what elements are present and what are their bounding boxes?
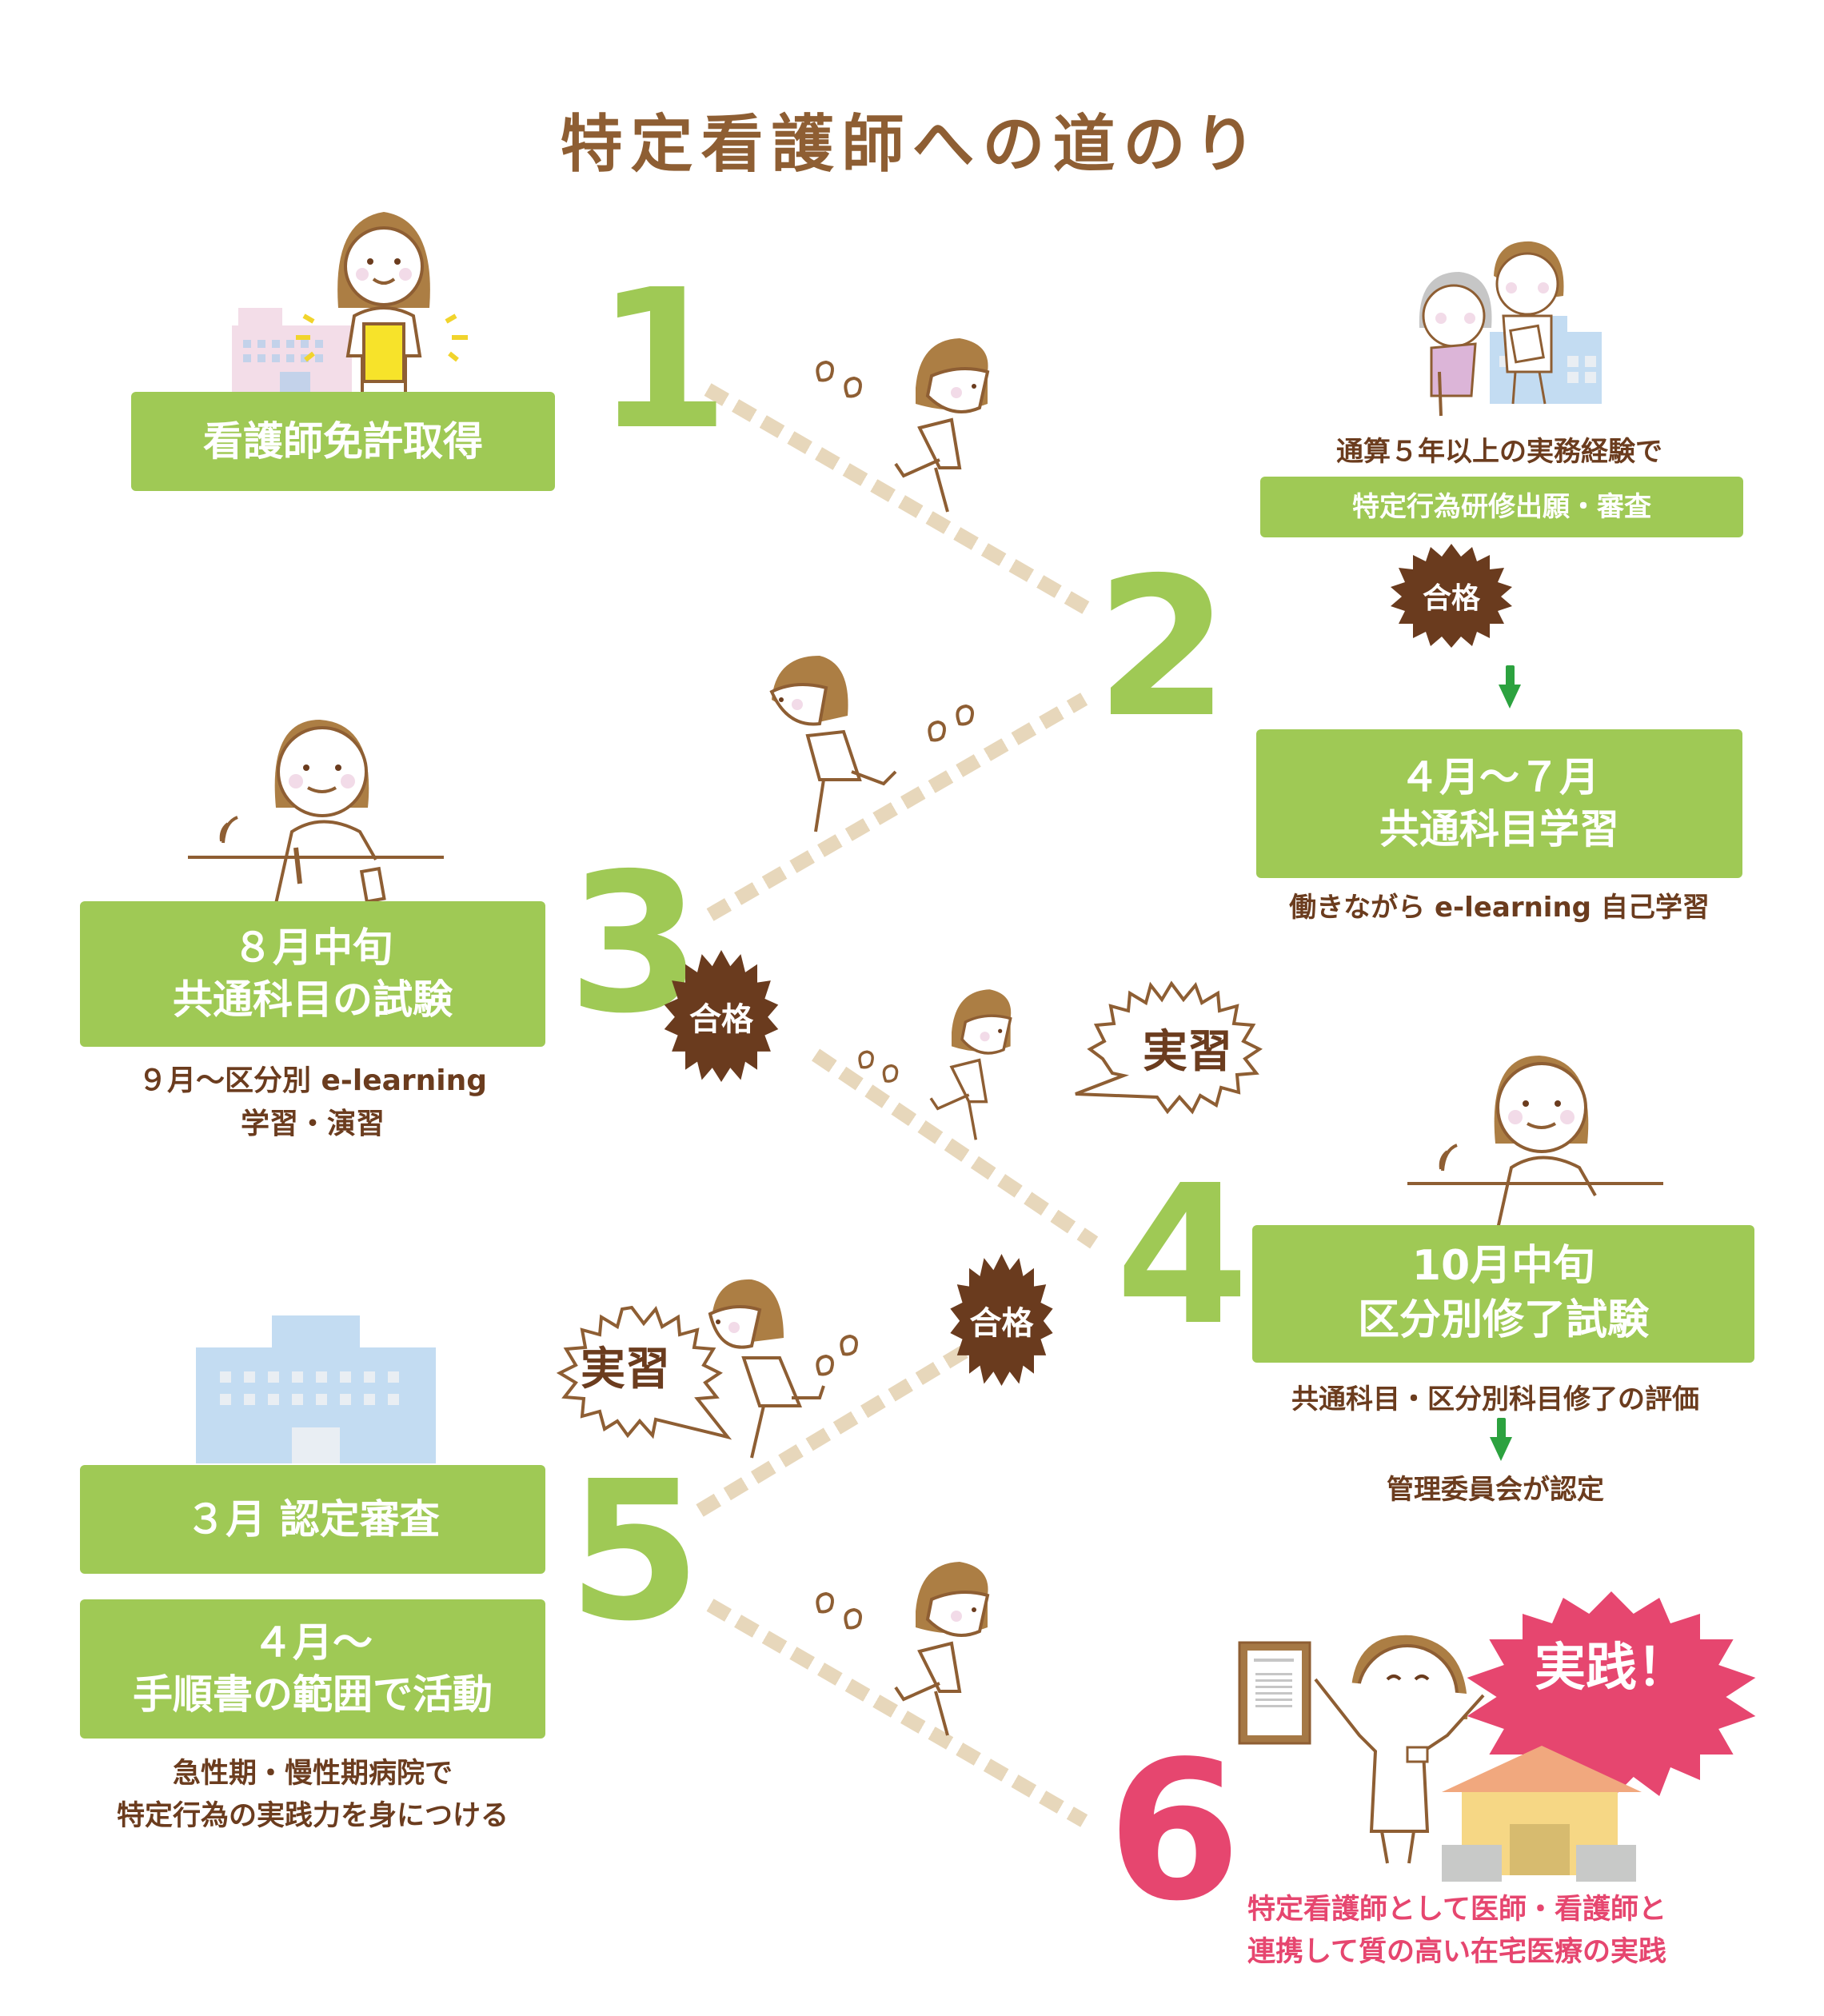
step-3-box: ８月中旬 共通科目の試験 [80,901,545,1047]
step-3-post-note-line-2: 学習・演習 [240,1108,385,1140]
pass-badge-label: 合格 [689,1000,753,1038]
speech-bubble-label: 実習 [581,1343,670,1395]
speech-bubble-practicum-1: 実習 [1068,976,1275,1120]
page-title: 特定看護師への道のり [560,109,1264,181]
pass-badge-step-2: 合格 [1387,544,1515,648]
down-arrow-icon [1489,1418,1513,1463]
home-house-icon [1442,1746,1642,1882]
practice-burst-label: 実践！ [1535,1639,1688,1698]
step-6-post-note: 特定看護師として医師・看護師と 連携して質の高い在宅医療の実践 [1247,1889,1759,1973]
nurse-holding-license-illustration [316,196,452,396]
running-nurse-illustration-2 [764,652,1004,836]
hospital-building-blue-icon [196,1315,436,1463]
step-4-box: 10月中旬 区分別修了試験 [1252,1225,1754,1363]
speech-bubble-practicum-2: 実習 [524,1299,740,1443]
step-5-certification-label: ３月 認定審査 [186,1495,440,1543]
step-6-post-note-line-1: 特定看護師として医師・看護師と [1247,1894,1666,1926]
cheering-nurse-illustration [1287,1631,1495,1871]
nurse-studying-at-desk-illustration-2 [1399,1024,1671,1240]
nurse-studying-at-desk-illustration [180,688,452,904]
step-5-box-certification: ３月 認定審査 [80,1465,545,1574]
step-5-activity: 手順書の範囲で活動 [133,1671,493,1718]
step-2-period: ４月〜７月 [1399,754,1599,800]
pass-badge-4-5: 合格 [948,1254,1056,1386]
step-3-period: ８月中旬 [233,924,393,971]
framed-certificate-icon [1238,1641,1311,1745]
step-3-post-note-line-1: ９月〜区分別 e-learning [138,1064,488,1097]
step-2-post-note: 働きながら e-learning 自己学習 [1289,892,1710,924]
nurse-with-elderly-patient-illustration [1407,240,1647,424]
step-4-period: 10月中旬 [1411,1242,1595,1291]
step-5-post-note-line-1: 急性期・慢性期病院で [172,1758,453,1790]
running-nurse-illustration-3 [848,972,1056,1156]
speech-bubble-label: 実習 [1143,1025,1232,1078]
step-6-post-note-line-2: 連携して質の高い在宅医療の実践 [1247,1935,1666,1968]
pass-badge-label: 合格 [1422,582,1480,615]
step-2-pre-note: 通算５年以上の実務経験で [1336,436,1662,468]
step-2-box-common-study: ４月〜７月 共通科目学習 [1256,729,1742,878]
step-4-post-note: 共通科目・区分別科目修了の評価 [1291,1383,1699,1415]
step-number-2: 2 [1096,536,1229,760]
step-3-activity: 共通科目の試験 [173,976,453,1023]
running-nurse-illustration-4 [632,1278,872,1462]
step-number-4: 4 [1116,1144,1249,1367]
step-5-box-activity: ４月〜 手順書の範囲で活動 [80,1599,545,1739]
step-5-post-note-line-2: 特定行為の実践力を身につける [116,1799,509,1832]
step-2-box-application: 特定行為研修出願・審査 [1260,477,1743,537]
step-1-box: 看護師免許取得 [131,392,555,491]
step-3-post-note: ９月〜区分別 e-learning 学習・演習 [80,1060,545,1146]
running-nurse-illustration-5 [800,1555,1040,1739]
step-1-label: 看護師免許取得 [203,417,483,465]
pass-badge-label: 合格 [969,1304,1034,1342]
step-number-5: 5 [568,1439,701,1663]
step-4-after-arrow-note: 管理委員会が認定 [1387,1474,1604,1506]
step-5-post-note: 急性期・慢性期病院で 特定行為の実践力を身につける [80,1753,545,1837]
step-number-1: 1 [596,248,729,472]
step-2-activity: 共通科目学習 [1379,806,1619,852]
step-4-activity: 区分別修了試験 [1357,1296,1649,1344]
sparkle-lines-icon [288,312,480,368]
step-number-6: 6 [1108,1719,1241,1943]
step-5-period: ４月〜 [253,1619,373,1666]
running-nurse-illustration-1 [800,332,1040,516]
pass-badge-3-4: 合格 [661,950,781,1082]
step-2-application-label: 特定行為研修出願・審査 [1352,490,1651,523]
down-arrow-icon [1498,665,1522,710]
